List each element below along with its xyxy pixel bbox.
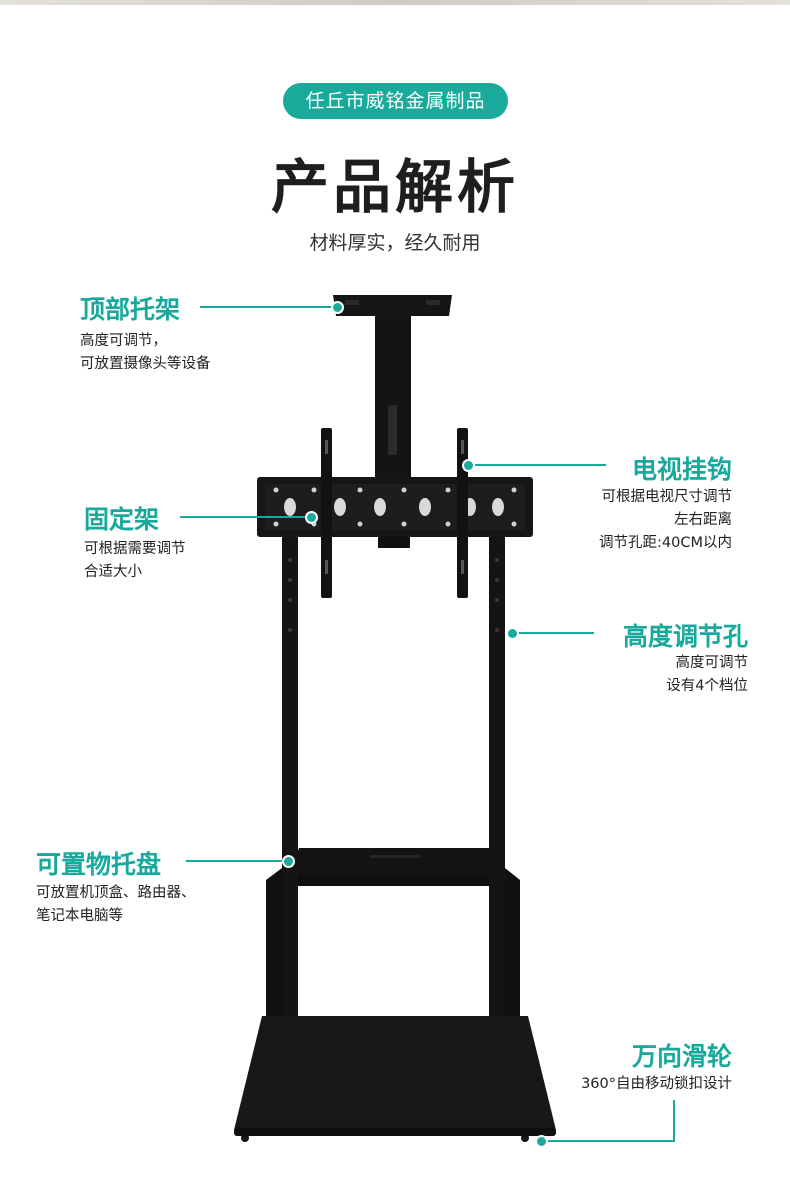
tray-leader-line (186, 860, 286, 862)
height-holes-marker (506, 627, 519, 640)
feature-tray-label: 可置物托盘 (36, 850, 162, 879)
feature-tv-hook-label: 电视挂钩 (631, 455, 732, 484)
feature-height-holes-label: 高度调节孔 (622, 622, 748, 651)
feature-top-bracket-desc: 高度可调节， 可放置摄像头等设备 (80, 333, 211, 372)
company-badge: 任丘市威铭金属制品 (283, 83, 508, 119)
feature-top-bracket-label: 顶部托架 (80, 295, 181, 324)
fixed-frame-leader-line (180, 516, 310, 518)
feature-tray-desc: 可放置机顶盒、路由器、 笔记本电脑等 (36, 885, 196, 924)
page-title: 产品解析 (270, 153, 519, 221)
top-photo-strip (0, 0, 790, 5)
tv-hook-leader-line (470, 464, 606, 466)
feature-fixed-frame-desc: 可根据需要调节 合适大小 (84, 541, 186, 580)
feature-fixed-frame-label: 固定架 (84, 505, 160, 534)
tray-marker (282, 855, 295, 868)
top-bracket-leader-line (200, 306, 334, 308)
top-bracket-marker (331, 301, 344, 314)
fixed-frame-marker (305, 511, 318, 524)
casters-leader-vertical (673, 1100, 675, 1142)
uprights-shape (282, 530, 505, 865)
top-bracket-shape (333, 295, 452, 480)
feature-tv-hook-desc: 可根据电视尺寸调节 左右距离 调节孔距:40CM以内 (599, 489, 732, 551)
feature-height-holes-desc: 高度可调节 设有4个档位 (666, 655, 748, 694)
feature-casters-desc: 360°自由移动锁扣设计 (581, 1076, 732, 1092)
height-holes-leader-line (514, 632, 594, 634)
tv-hook-marker (462, 459, 475, 472)
page-subtitle: 材料厚实，经久耐用 (309, 232, 481, 254)
tray-shape (287, 848, 501, 886)
casters-marker (535, 1135, 548, 1148)
casters-leader-line (542, 1140, 675, 1142)
base-shape (234, 1016, 556, 1142)
feature-casters-label: 万向滑轮 (631, 1042, 732, 1071)
